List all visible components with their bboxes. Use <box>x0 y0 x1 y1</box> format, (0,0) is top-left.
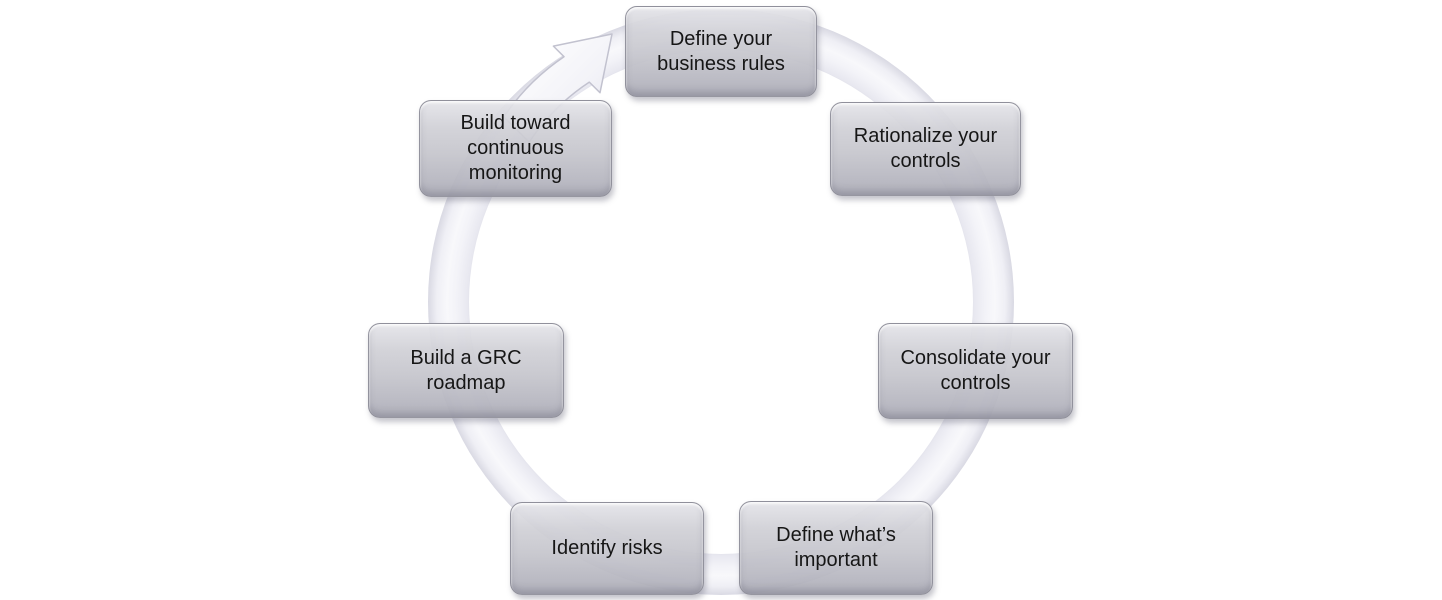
cycle-step-label: Define your business rules <box>657 27 785 75</box>
cycle-step-label: Identify risks <box>551 537 663 559</box>
cycle-step-consolidate-controls: Consolidate your controls <box>878 323 1073 419</box>
cycle-step-define-whats-important: Define what’s important <box>739 501 933 595</box>
cycle-step-label: Build a GRC roadmap <box>410 346 522 394</box>
cycle-step-build-grc-roadmap: Build a GRC roadmap <box>368 323 564 418</box>
cycle-step-build-continuous-monitoring: Build toward continuous monitoring <box>419 100 612 197</box>
cycle-step-label: Rationalize your controls <box>853 125 998 172</box>
cycle-step-define-business-rules: Define your business rules <box>625 6 817 97</box>
cycle-step-label: Consolidate your controls <box>900 347 1051 394</box>
cycle-step-rationalize-controls: Rationalize your controls <box>830 102 1021 196</box>
cycle-step-identify-risks: Identify risks <box>510 502 704 595</box>
cycle-step-label: Define what’s important <box>776 524 896 571</box>
cycle-step-label: Build toward continuous monitoring <box>460 112 571 184</box>
